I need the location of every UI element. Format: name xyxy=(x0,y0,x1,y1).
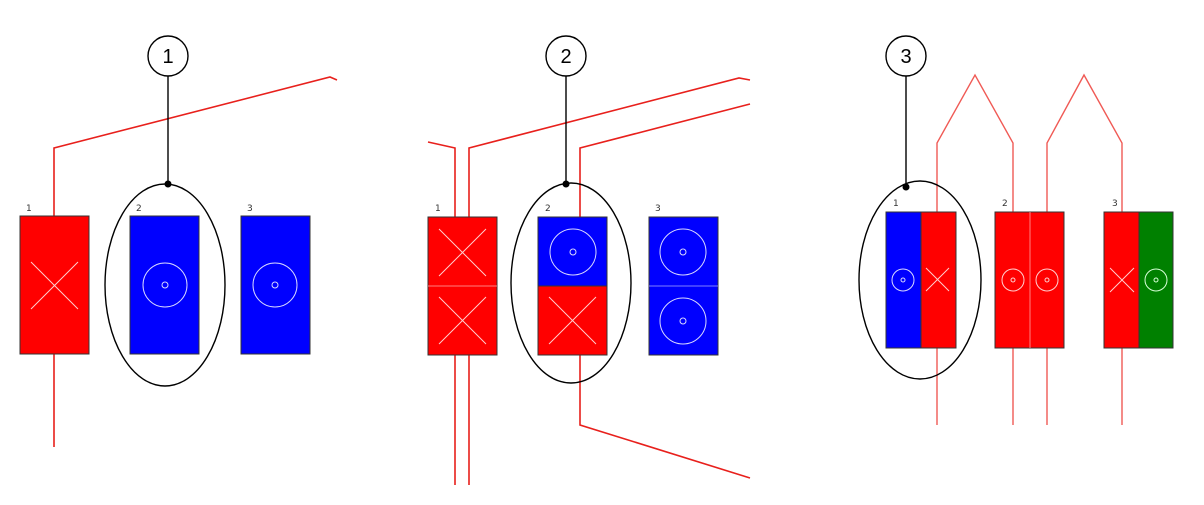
dot-circle-icon xyxy=(1144,268,1168,292)
panel-1: 1 2 3 1 xyxy=(19,35,338,447)
conductor-box-2-top xyxy=(537,216,608,287)
panel-3: 1 2 3 3 xyxy=(858,35,1174,425)
conductor-box-1-left xyxy=(885,211,922,349)
box-label: 2 xyxy=(136,204,142,214)
box-label: 2 xyxy=(545,204,551,214)
box-label: 1 xyxy=(893,199,899,209)
box-label: 2 xyxy=(1002,199,1008,209)
leader-dot xyxy=(902,183,910,191)
cross-icon xyxy=(925,267,950,292)
leader-dot xyxy=(164,180,172,188)
dot-circle-icon xyxy=(1001,268,1059,292)
cross-icon xyxy=(1109,267,1135,293)
highlight-ellipse xyxy=(510,182,632,384)
dot-circle-icon xyxy=(891,268,915,292)
box-label: 3 xyxy=(1112,199,1118,209)
dot-circle-icon xyxy=(659,228,707,345)
highlight-ellipse xyxy=(858,180,982,380)
callout-circle xyxy=(885,35,927,77)
cross-icon xyxy=(438,228,487,345)
conductor-box-3-right xyxy=(1138,211,1174,349)
dot-circle-icon xyxy=(549,228,597,276)
box-label: 3 xyxy=(655,204,661,214)
dot-circle-icon xyxy=(252,262,298,308)
panel-2: 1 2 3 2 xyxy=(427,35,751,485)
conductor-box-3 xyxy=(240,215,311,355)
box-label: 1 xyxy=(26,204,32,214)
callout-number: 1 xyxy=(162,46,173,68)
callout-circle xyxy=(545,35,587,77)
cross-icon xyxy=(548,296,597,345)
callout-number: 3 xyxy=(900,46,911,68)
conductor-box-2 xyxy=(129,215,200,355)
callout-circle xyxy=(147,35,189,77)
dot-circle-icon xyxy=(142,262,188,308)
callout-number: 2 xyxy=(560,46,571,68)
leader-dot xyxy=(562,180,570,188)
wire xyxy=(427,141,456,485)
cross-icon xyxy=(30,261,79,310)
box-label: 3 xyxy=(247,204,253,214)
box-label: 1 xyxy=(435,204,441,214)
